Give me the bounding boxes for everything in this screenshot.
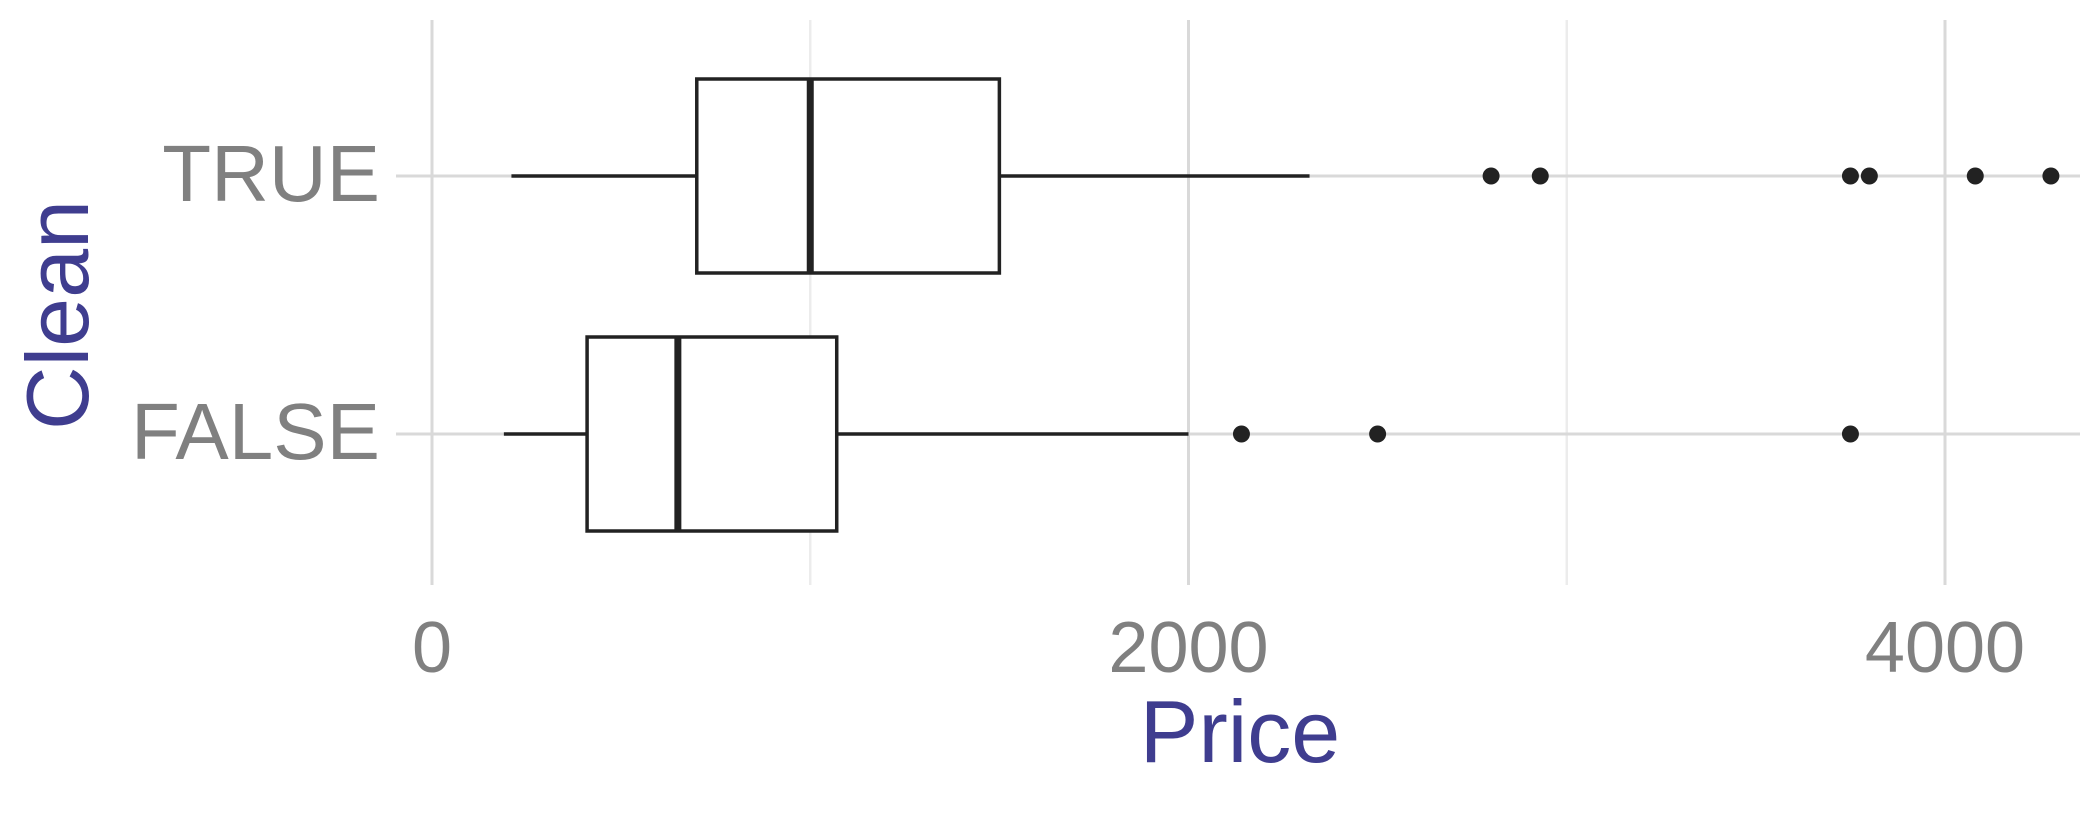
outlier-point <box>1369 425 1387 443</box>
box-iqr <box>695 77 1002 275</box>
x-tick-label: 0 <box>412 608 452 688</box>
outlier-point <box>2042 167 2060 185</box>
outlier-point <box>1482 167 1500 185</box>
marks-layer <box>503 77 2060 533</box>
labels-layer: 0200040006000TRUEFALSE <box>131 129 2025 688</box>
x-axis-title: Price <box>1140 682 1341 781</box>
box-true <box>511 77 2060 275</box>
box-iqr <box>585 335 839 533</box>
outlier-point <box>1860 167 1878 185</box>
outlier-point <box>1841 167 1859 185</box>
box-false <box>503 335 1859 533</box>
y-tick-label: FALSE <box>131 387 380 476</box>
x-tick-label: 2000 <box>1108 608 1268 688</box>
outlier-point <box>1966 167 1984 185</box>
x-tick-label: 4000 <box>1865 608 2025 688</box>
outlier-point <box>1531 167 1549 185</box>
y-tick-label: TRUE <box>162 129 380 218</box>
outlier-point <box>1232 425 1250 443</box>
y-axis-title: Clean <box>8 200 107 430</box>
outlier-point <box>1841 425 1859 443</box>
